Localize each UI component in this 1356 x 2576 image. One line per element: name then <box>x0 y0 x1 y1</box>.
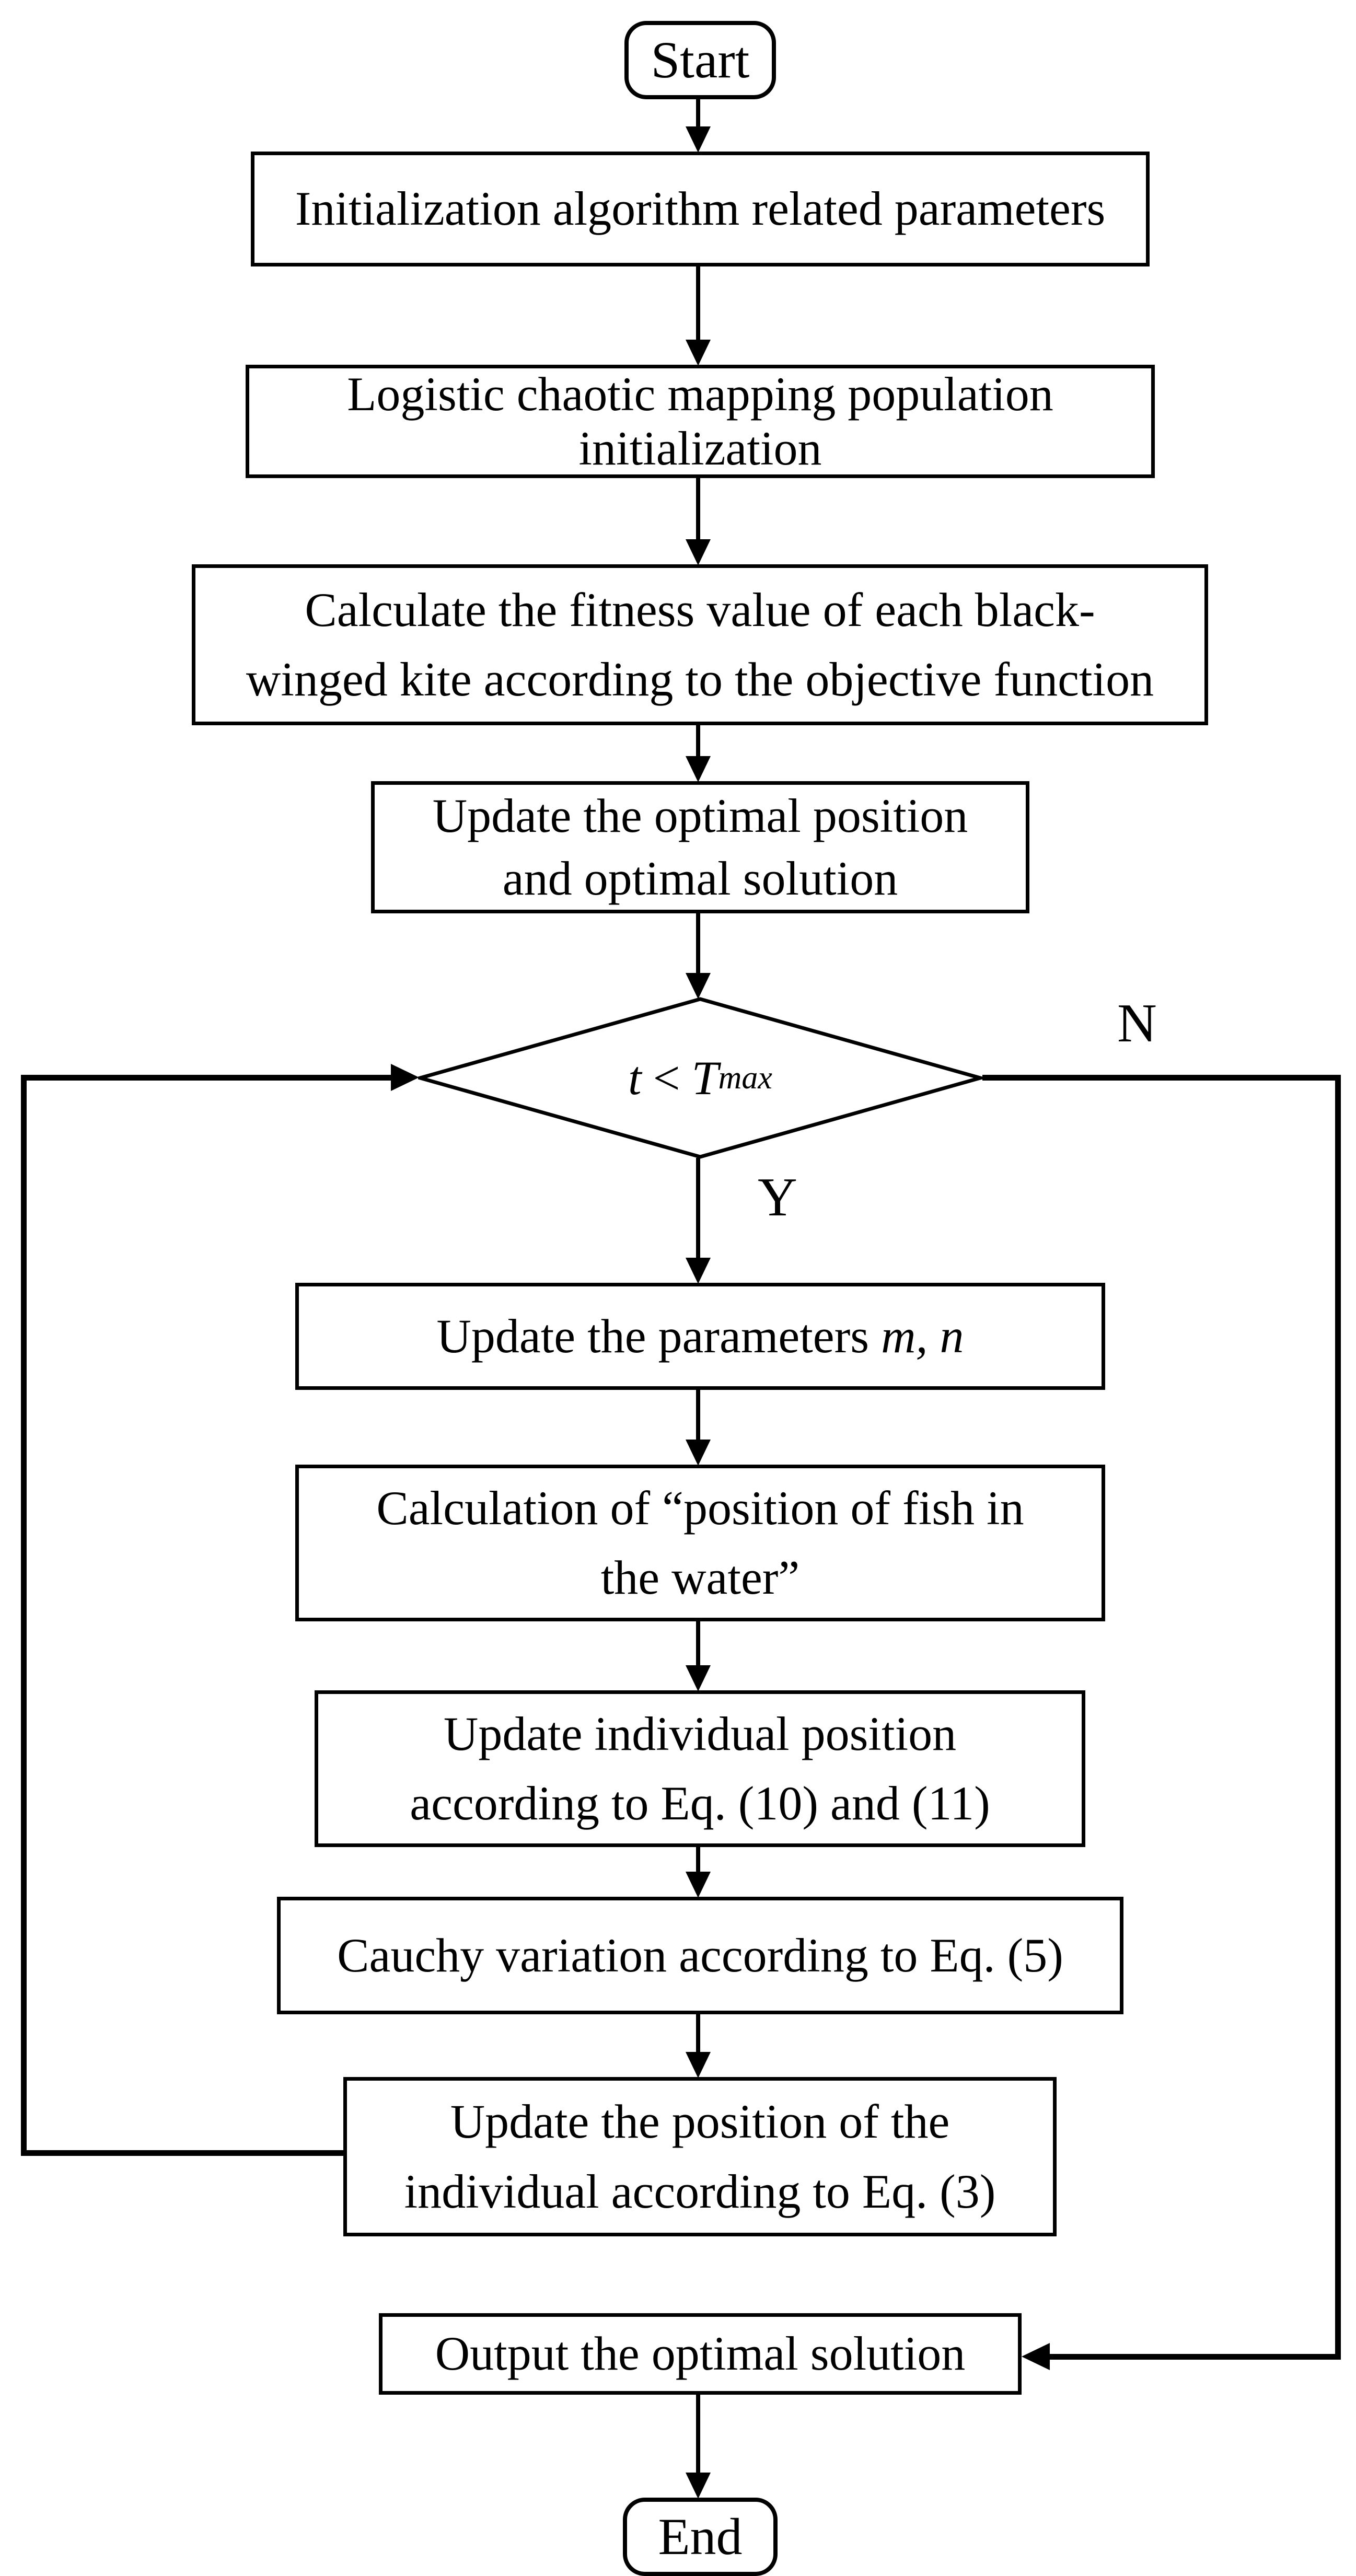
no-branch-bottom-line <box>1050 2354 1341 2360</box>
process-text: Calculate the fitness value of each blac… <box>305 583 1095 636</box>
arrowhead-down-icon <box>686 1258 711 1284</box>
process-text: according to Eq. (10) and (11) <box>410 1777 990 1830</box>
connector-line-yes-branch <box>696 1158 700 1260</box>
arrowhead-down-icon <box>686 756 711 782</box>
connector-line <box>696 2013 700 2054</box>
process-text: Cauchy variation according to Eq. (5) <box>337 1928 1063 1982</box>
process-fish-position: Calculation of “position of fish in the … <box>295 1465 1105 1621</box>
connector-line <box>696 477 700 541</box>
process-update-optimal: Update the optimal position and optimal … <box>371 781 1029 913</box>
no-branch-right-line <box>1335 1075 1341 2360</box>
connector-line <box>696 1389 700 1442</box>
end-node: End <box>623 2498 778 2576</box>
connector-line <box>696 1846 700 1874</box>
process-update-parameters: Update the parameters m, n <box>295 1283 1105 1390</box>
process-text-prefix: Update the parameters <box>436 1309 882 1363</box>
decision-condition: t < T max <box>418 997 982 1159</box>
process-text: Calculation of “position of fish in <box>376 1481 1024 1535</box>
process-text: Update individual position <box>443 1707 957 1760</box>
condition-bound-subscript: max <box>718 1060 772 1096</box>
arrowhead-down-icon <box>686 126 711 153</box>
arrowhead-right-icon <box>391 1064 419 1091</box>
process-text: and optimal solution <box>502 851 898 905</box>
arrowhead-left-icon <box>1022 2343 1050 2370</box>
connector-line <box>696 98 700 129</box>
loopback-bottom-line <box>24 2150 343 2156</box>
process-text: initialization <box>578 421 822 475</box>
process-text: Update the position of the <box>450 2095 950 2149</box>
loopback-left-line <box>21 1075 27 2156</box>
condition-variable: t <box>628 1051 642 1105</box>
arrowhead-down-icon <box>686 2052 711 2078</box>
process-update-individual: Update individual position according to … <box>315 1690 1085 1847</box>
connector-line <box>696 265 700 342</box>
connector-line <box>696 1620 700 1667</box>
process-text: Initialization algorithm related paramet… <box>295 182 1106 236</box>
diamond-shape <box>418 997 982 1159</box>
connector-line <box>696 913 700 975</box>
process-text: individual according to Eq. (3) <box>404 2164 996 2218</box>
process-text-params: m, n <box>881 1309 964 1363</box>
process-text: Logistic chaotic mapping population <box>347 367 1053 421</box>
arrowhead-down-icon <box>686 340 711 366</box>
arrowhead-down-icon <box>686 539 711 565</box>
process-text: the water” <box>600 1551 800 1604</box>
end-label: End <box>658 2508 743 2566</box>
no-branch-top-line <box>982 1075 1341 1081</box>
process-text: Output the optimal solution <box>435 2327 966 2381</box>
arrowhead-down-icon <box>686 2473 711 2499</box>
process-text: Update the optimal position <box>432 788 968 842</box>
arrowhead-down-icon <box>686 1665 711 1691</box>
connector-line <box>696 724 700 758</box>
condition-bound: T <box>691 1051 718 1105</box>
process-text: winged kite according to the objective f… <box>246 653 1154 706</box>
loopback-top-line <box>21 1075 391 1081</box>
decision-iteration-check: t < T max <box>418 997 982 1159</box>
connector-line <box>696 2394 700 2475</box>
process-cauchy-variation: Cauchy variation according to Eq. (5) <box>277 1897 1123 2014</box>
arrowhead-down-icon <box>686 973 711 999</box>
process-output-solution: Output the optimal solution <box>379 2313 1022 2395</box>
process-text: Update the parameters m, n <box>436 1302 964 1371</box>
branch-label-no: N <box>1117 992 1157 1053</box>
start-label: Start <box>651 31 750 89</box>
start-node: Start <box>624 21 776 99</box>
branch-label-yes: Y <box>758 1166 797 1227</box>
arrowhead-down-icon <box>686 1872 711 1898</box>
condition-operator: < <box>653 1051 680 1105</box>
arrowhead-down-icon <box>686 1440 711 1466</box>
process-logistic-chaotic-init: Logistic chaotic mapping population init… <box>246 365 1155 478</box>
process-update-position-eq3: Update the position of the individual ac… <box>343 2077 1057 2236</box>
process-fitness-calculation: Calculate the fitness value of each blac… <box>192 564 1208 725</box>
process-init-parameters: Initialization algorithm related paramet… <box>251 152 1150 266</box>
